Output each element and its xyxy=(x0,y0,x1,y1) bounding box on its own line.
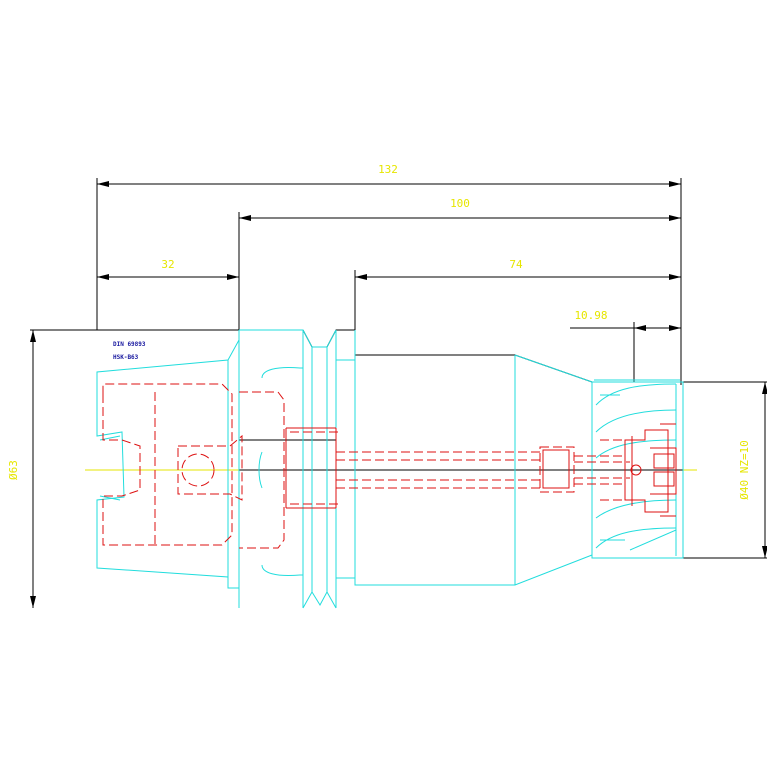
dimension-lines xyxy=(30,181,767,608)
holder-outline xyxy=(97,329,683,471)
internal-parts xyxy=(102,383,677,549)
extension-lines xyxy=(30,178,767,559)
tool-body xyxy=(96,329,684,609)
spec-labels: DIN 69893 HSK-B63 xyxy=(113,341,146,361)
dim-length-100: 100 xyxy=(450,197,470,210)
spec-din: DIN 69893 xyxy=(113,341,146,348)
dim-length-74: 74 xyxy=(509,258,523,271)
dimension-labels: 132 100 32 74 10.98 Ø63 Ø40 NZ=10 xyxy=(7,163,751,500)
dim-length-32: 32 xyxy=(161,258,174,271)
drawbar-arc xyxy=(258,451,263,489)
spec-hsk: HSK-B63 xyxy=(113,354,139,361)
dim-diameter-63: Ø63 xyxy=(7,460,20,480)
dim-total-length: 132 xyxy=(378,163,398,176)
dim-diameter-40: Ø40 NZ=10 xyxy=(738,440,751,500)
dim-length-10-98: 10.98 xyxy=(574,309,607,322)
